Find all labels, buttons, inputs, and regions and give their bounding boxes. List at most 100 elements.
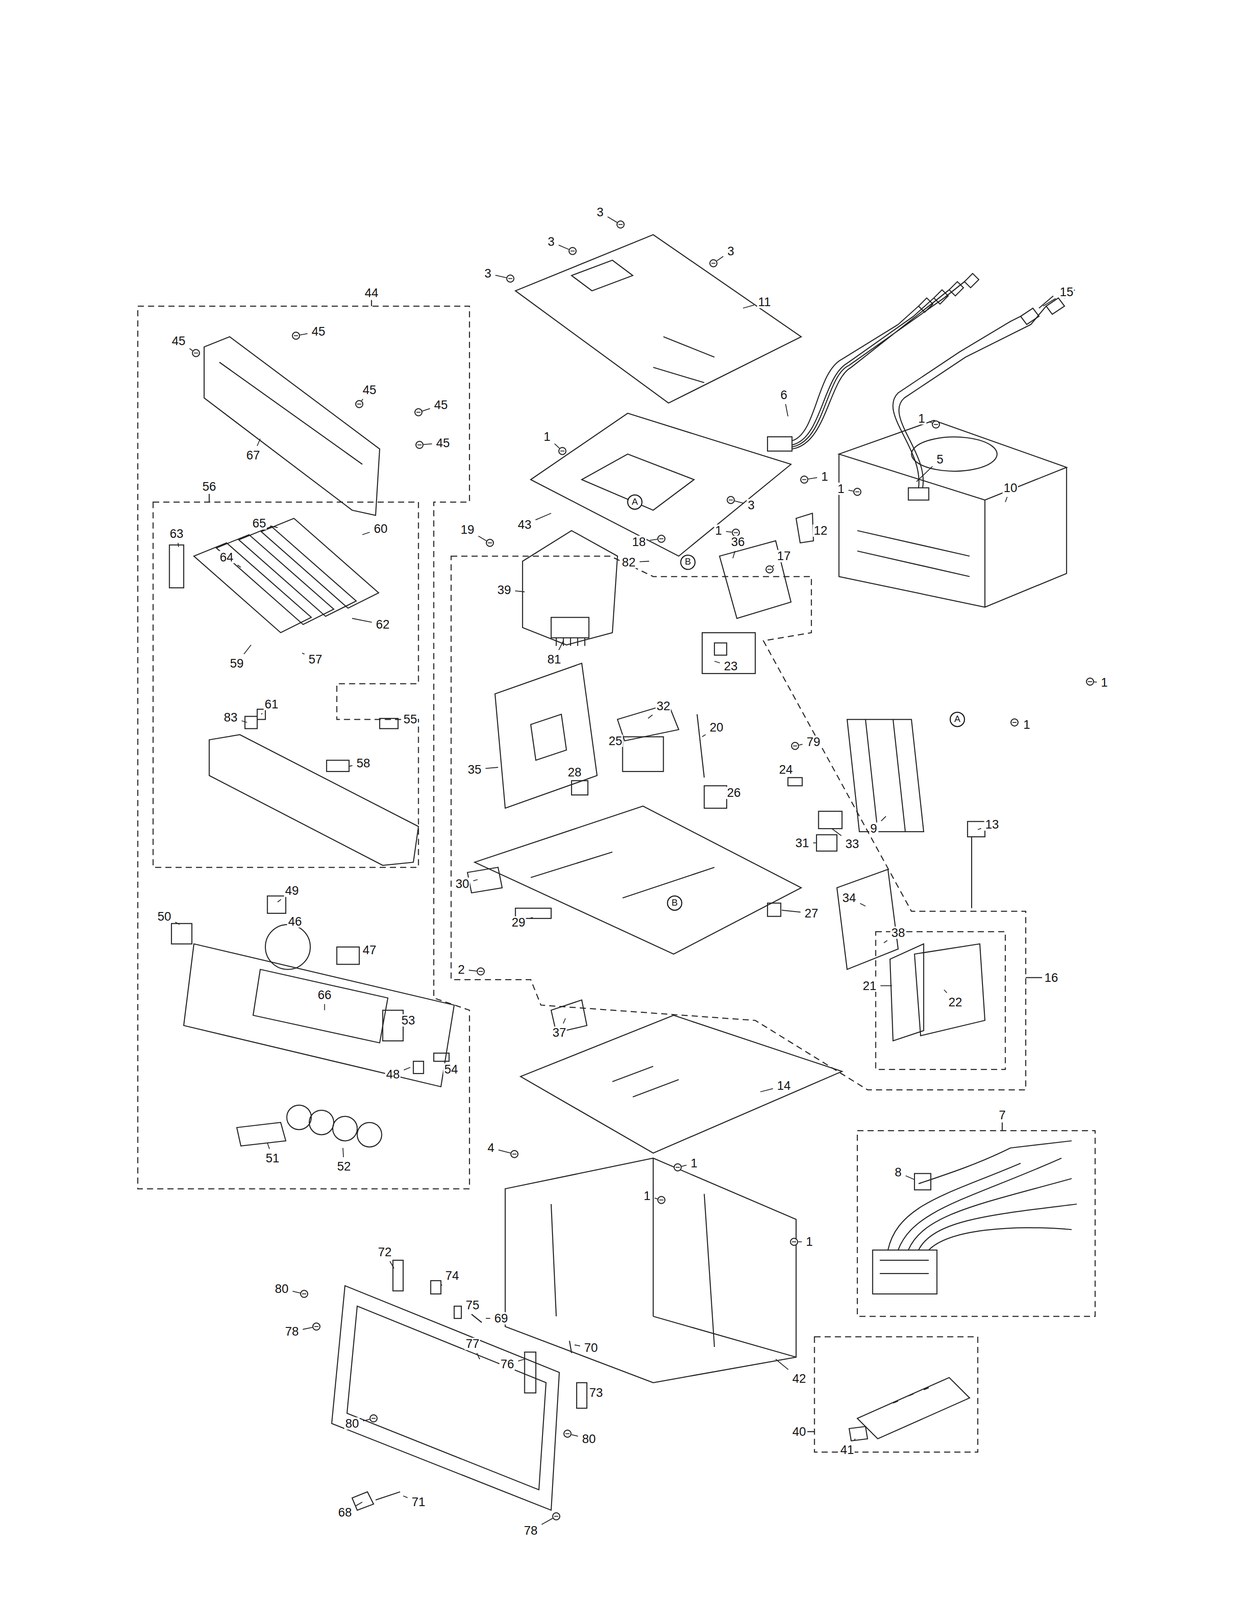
dashed-outline <box>137 306 470 1189</box>
callout-number: 9 <box>869 822 879 836</box>
leader-line <box>943 990 947 994</box>
screw-symbol <box>767 569 772 571</box>
leader-line <box>743 305 754 309</box>
leader-line <box>277 899 281 903</box>
callout-number: 1 <box>1022 718 1032 731</box>
callout-number: 75 <box>464 1299 481 1312</box>
leader-line <box>478 536 487 541</box>
screw-symbol <box>477 968 485 976</box>
reference-mark: B <box>680 554 696 571</box>
front-panel <box>183 943 455 1087</box>
sub-pcb <box>836 869 899 970</box>
screw-symbol <box>370 1415 378 1423</box>
group-outline: 7 <box>857 1130 1096 1317</box>
leader-line <box>928 421 933 424</box>
leader-line <box>390 1261 395 1269</box>
button <box>236 1122 286 1147</box>
leader-line <box>270 526 278 529</box>
leader-line <box>639 561 650 563</box>
reference-mark: B <box>666 895 683 911</box>
leader-line <box>349 765 353 767</box>
screw-symbol <box>417 444 422 446</box>
screw-symbol <box>416 411 421 413</box>
buttons <box>286 1105 382 1148</box>
callout-number: 76 <box>499 1358 516 1371</box>
pin <box>697 714 705 778</box>
leader-line <box>880 985 892 987</box>
callout-number: 65 <box>251 517 268 530</box>
callout-number: 10 <box>1002 481 1019 494</box>
callout-number: 19 <box>459 523 476 536</box>
insulator-sheet <box>520 1015 843 1154</box>
screw-symbol <box>732 529 740 537</box>
callout-number: 4 <box>486 1142 496 1155</box>
leader-line <box>681 1165 687 1167</box>
leader-line <box>177 542 179 548</box>
button <box>171 923 192 944</box>
callout-number: 2 <box>456 963 466 976</box>
leader-line <box>362 1419 370 1422</box>
group-outline: 56 <box>153 502 419 868</box>
group-number: 7 <box>997 1109 1008 1122</box>
leader-line <box>535 513 552 521</box>
callout-number: 63 <box>168 527 185 540</box>
dashed-outline <box>153 502 419 868</box>
callout-number: 52 <box>336 1160 353 1173</box>
screw-symbol <box>488 542 493 544</box>
connector <box>622 737 664 773</box>
callout-number: 80 <box>273 1282 290 1296</box>
screw-symbol <box>1011 718 1019 727</box>
callout-number: 1 <box>713 524 724 538</box>
callout-number: 1 <box>1100 676 1110 690</box>
dashed-outline <box>451 556 1027 1091</box>
callout-number: 3 <box>726 244 736 258</box>
callout-number: 73 <box>588 1387 605 1400</box>
screw-symbol <box>1088 681 1093 683</box>
callout-number: 78 <box>523 1525 539 1538</box>
callout-number: 18 <box>630 535 647 548</box>
callout-number: 78 <box>283 1325 300 1339</box>
callout-number: 17 <box>776 550 793 563</box>
screw-symbol <box>675 1167 680 1169</box>
callout-number: 47 <box>361 943 378 957</box>
switch-block <box>702 632 756 674</box>
screw-symbol <box>933 424 939 426</box>
callout-number: 38 <box>890 926 907 939</box>
leader-line <box>558 244 569 250</box>
leader-line <box>529 917 533 920</box>
part <box>704 786 728 809</box>
screw-symbol <box>1012 722 1017 724</box>
button <box>337 947 360 965</box>
screw-symbol <box>792 745 797 747</box>
screw-symbol <box>790 1238 798 1246</box>
callout-number: 3 <box>595 206 605 219</box>
screw-symbol <box>570 250 575 252</box>
callout-number: 33 <box>844 837 861 851</box>
callout-number: 45 <box>170 334 187 348</box>
release-button <box>352 1492 401 1511</box>
screw-symbol <box>415 408 423 416</box>
shield-plate <box>530 413 792 557</box>
leader-line <box>237 565 241 568</box>
screw-symbol <box>506 274 514 283</box>
group-number: 40 <box>791 1425 807 1438</box>
screw-symbol <box>657 1196 665 1204</box>
leader-line <box>299 333 308 336</box>
callout-number: 81 <box>546 653 563 666</box>
leader-line <box>860 903 866 907</box>
leader-line <box>303 1327 313 1330</box>
leader-line <box>292 1291 301 1294</box>
leader-line <box>775 1359 789 1370</box>
callout-number: 66 <box>316 988 333 1002</box>
leader-line <box>241 720 248 723</box>
callout-number: 3 <box>483 267 493 280</box>
leader-line <box>189 348 193 351</box>
leader-line <box>361 399 363 401</box>
leader-line <box>423 444 433 445</box>
group-number: 44 <box>363 286 380 299</box>
callout-number: 39 <box>496 583 513 597</box>
screw-symbol <box>800 476 808 484</box>
callout-number: 27 <box>803 907 820 920</box>
leader-line <box>782 910 801 913</box>
screw-symbol <box>371 1418 376 1420</box>
